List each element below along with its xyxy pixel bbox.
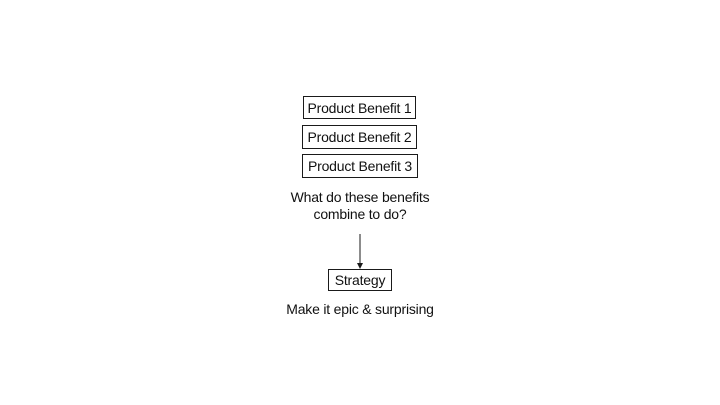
strategy-tagline: Make it epic & surprising <box>286 301 434 317</box>
product-benefit-3-box: Product Benefit 3 <box>302 154 418 178</box>
strategy-box: Strategy <box>328 269 392 291</box>
product-benefit-1-box: Product Benefit 1 <box>303 96 416 119</box>
combine-question: What do these benefits combine to do? <box>260 189 460 223</box>
product-benefit-3-label: Product Benefit 3 <box>308 158 412 174</box>
combine-question-line-1: What do these benefits <box>290 189 430 205</box>
product-benefit-2-label: Product Benefit 2 <box>307 129 412 145</box>
product-benefit-2-box: Product Benefit 2 <box>302 125 417 149</box>
combine-question-line-2: combine to do? <box>313 206 407 222</box>
product-benefit-1-label: Product Benefit 1 <box>307 99 412 116</box>
strategy-label: Strategy <box>334 272 386 288</box>
